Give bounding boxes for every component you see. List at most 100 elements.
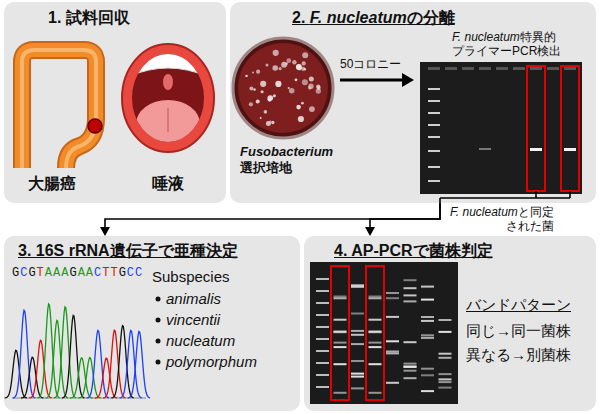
colony-dot	[296, 64, 302, 70]
fingerprint-band	[334, 319, 347, 321]
list-bullet	[156, 339, 161, 344]
connector-line	[370, 203, 440, 228]
agar	[238, 43, 328, 133]
fingerprint-band	[421, 337, 434, 339]
colony-dot	[288, 87, 290, 89]
fingerprint-band	[439, 331, 452, 333]
fingerprint-band	[334, 363, 347, 365]
fingerprint-band	[351, 313, 364, 315]
gel-well	[479, 67, 491, 70]
colony-dot	[302, 79, 308, 85]
flow-connector	[100, 203, 440, 236]
annotation-label: F. nucleatum特異的 プライマーPCR検出	[452, 30, 561, 58]
text-line: された菌	[450, 219, 554, 233]
annotation-label: 同じ→同一菌株	[466, 322, 571, 340]
gel-bands	[428, 67, 576, 182]
fingerprint-band	[421, 368, 434, 370]
arrow-head	[365, 227, 375, 236]
italic-run: F. nucleatum	[452, 30, 520, 44]
fingerprint-band	[404, 363, 417, 365]
fingerprint-band	[386, 352, 399, 354]
fingerprint-band	[351, 373, 364, 375]
base-letter: G	[28, 266, 36, 280]
fingerprint-band	[369, 331, 382, 333]
fingerprint-band	[421, 286, 434, 288]
text-line: F. nucleatum特異的	[452, 30, 561, 44]
gel-band	[479, 148, 491, 150]
process-panel: 1. 試料回収	[4, 2, 226, 203]
fingerprint-band	[421, 316, 434, 318]
upper-teeth	[128, 54, 208, 76]
ladder-band	[428, 166, 440, 168]
base-letter: C	[135, 266, 143, 280]
fingerprint-band	[439, 387, 452, 389]
fingerprint-band	[351, 284, 364, 286]
colony-dot	[273, 50, 279, 56]
chromatogram-peak	[13, 310, 35, 398]
fingerprint-band	[316, 386, 329, 388]
fingerprint-band	[421, 320, 434, 322]
base-letter: G	[119, 266, 127, 280]
italic-run: F. nucleatum	[450, 205, 518, 219]
colony-dot	[286, 58, 291, 63]
chromatogram	[5, 304, 151, 398]
colony-dot	[252, 72, 254, 74]
fingerprint-band	[351, 334, 364, 336]
colony-dot	[268, 95, 274, 101]
petri-dish	[233, 38, 333, 138]
annotation-label: Subspecies	[152, 268, 230, 286]
ladder-band	[428, 88, 440, 90]
colony-dot	[273, 94, 276, 97]
fingerprint-band	[334, 346, 347, 348]
ladder-band	[428, 100, 440, 102]
fingerprint-band	[334, 297, 347, 299]
chromatogram-peak	[46, 320, 68, 398]
fingerprint-band	[421, 334, 434, 336]
colony-dot	[309, 77, 314, 82]
ladder-band	[428, 124, 440, 126]
gel-band	[530, 148, 542, 151]
chromatogram-peak	[21, 357, 43, 398]
fingerprint-band	[439, 373, 452, 375]
fingerprint-band	[316, 350, 329, 352]
fingerprint-band	[316, 314, 329, 316]
colony-dot	[275, 81, 281, 87]
fingerprint-band	[404, 279, 417, 281]
base-letter: T	[102, 266, 110, 280]
fingerprint-band	[369, 331, 382, 333]
base-letter: C	[20, 266, 28, 280]
annotation-label: Fusobacterium 選択培地	[240, 144, 333, 176]
process-panel: 3. 16S rRNA遺伝子で亜種決定	[4, 236, 300, 411]
fingerprint-band	[439, 381, 452, 383]
colony-dot	[309, 106, 315, 112]
fingerprint-band	[386, 340, 399, 342]
colony-dot	[285, 63, 287, 65]
fingerprint-band	[421, 374, 434, 376]
bracket-line	[440, 191, 570, 203]
list-bullet	[156, 297, 161, 302]
fingerprint-band	[334, 331, 347, 333]
ap-pcr-gel	[310, 262, 458, 404]
fingerprint-band	[386, 297, 399, 299]
chromatogram-peak	[87, 330, 109, 398]
fingerprint-band	[439, 319, 452, 321]
colony-dot	[260, 117, 262, 119]
colony-dot	[253, 88, 256, 91]
panel-heading: 2. F. nucleatumの分離	[292, 8, 455, 27]
arrow-head	[100, 227, 110, 236]
fingerprint-band	[334, 342, 347, 344]
fingerprint-band	[316, 290, 329, 292]
gel-well	[445, 67, 457, 70]
base-letter: A	[53, 266, 61, 280]
colony-dot	[261, 90, 264, 93]
panel-heading: 3. 16S rRNA遺伝子で亜種決定	[18, 241, 238, 260]
subspecies-name: vincentii	[166, 311, 220, 329]
gel-well	[428, 67, 440, 70]
gel-band	[564, 148, 576, 151]
fingerprint-band	[439, 353, 452, 355]
annotation-label: F. nucleatumと同定 された菌	[450, 205, 554, 233]
annotation-label: 50コロニー	[340, 57, 401, 71]
fingerprint-band	[369, 346, 382, 348]
colony-dot	[266, 63, 269, 66]
text-line: F. nucleatumと同定	[450, 205, 554, 219]
